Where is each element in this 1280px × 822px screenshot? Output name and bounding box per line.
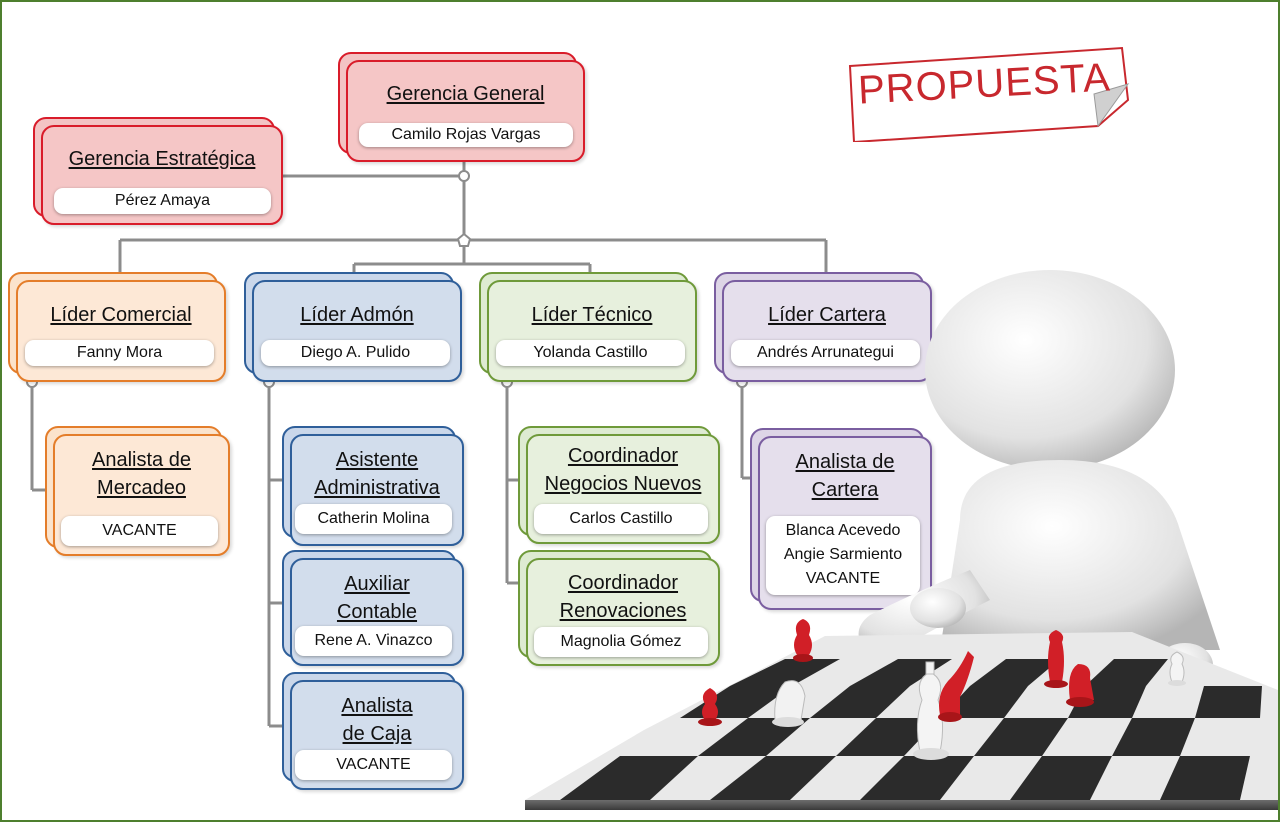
node-person-list: Blanca Acevedo Angie Sarmiento VACANTE <box>766 516 920 595</box>
node-person: VACANTE <box>295 750 452 780</box>
node-person: Catherin Molina <box>295 504 452 534</box>
node-title: Gerencia Estratégica <box>68 148 256 170</box>
person-name: Blanca Acevedo <box>785 522 901 539</box>
node-title-line: Renovaciones <box>559 600 687 622</box>
chess-pieces <box>698 619 1186 760</box>
node-analista-caja: Analista de Caja VACANTE <box>282 672 464 790</box>
node-lider-tecnico: Líder Técnico Yolanda Castillo <box>479 272 697 382</box>
node-auxiliar-contable: Auxiliar Contable Rene A. Vinazco <box>282 550 464 666</box>
node-coordinador-renovaciones: Coordinador Renovaciones Magnolia Gómez <box>518 550 720 666</box>
node-person: VACANTE <box>61 516 218 546</box>
node-title-line: Administrativa <box>314 477 440 499</box>
node-lider-cartera: Líder Cartera Andrés Arrunategui <box>714 272 932 382</box>
propuesta-stamp-shape <box>848 46 1130 142</box>
node-person: Yolanda Castillo <box>496 340 685 366</box>
node-analista-mercadeo: Analista de Mercadeo VACANTE <box>45 426 230 556</box>
person-name: VACANTE <box>805 570 881 587</box>
node-title-line: Analista de <box>795 451 895 473</box>
node-gerencia-general: Gerencia General Camilo Rojas Vargas <box>338 52 585 162</box>
figure-torso <box>940 460 1220 650</box>
node-title-line: Mercadeo <box>97 477 186 499</box>
node-coordinador-negocios-nuevos: Coordinador Negocios Nuevos Carlos Casti… <box>518 426 720 544</box>
node-analista-cartera: Analista de Cartera Blanca Acevedo Angie… <box>750 428 932 610</box>
person-name: Angie Sarmiento <box>783 546 903 563</box>
node-title-line: Asistente <box>335 449 419 471</box>
node-person: Magnolia Gómez <box>534 627 708 657</box>
node-title: Líder Admón <box>300 304 414 326</box>
node-lider-comercial: Líder Comercial Fanny Mora <box>8 272 226 382</box>
node-title-line: Coordinador <box>567 572 679 594</box>
chess-board-squares <box>560 659 1262 800</box>
node-person: Pérez Amaya <box>54 188 271 214</box>
node-title-line: Analista de <box>92 449 191 471</box>
node-title-line: Analista <box>341 695 413 717</box>
node-title: Líder Comercial <box>50 304 192 326</box>
node-title: Líder Técnico <box>531 304 653 326</box>
node-person: Carlos Castillo <box>534 504 708 534</box>
node-title-line: Auxiliar <box>344 573 410 595</box>
figure-head <box>925 270 1175 470</box>
node-person: Rene A. Vinazco <box>295 626 452 656</box>
node-title-line: Cartera <box>811 479 879 501</box>
chess-player-illustration <box>525 270 1278 810</box>
node-lider-admon: Líder Admón Diego A. Pulido <box>244 272 462 382</box>
node-person: Diego A. Pulido <box>261 340 450 366</box>
node-asistente-administrativa: Asistente Administrativa Catherin Molina <box>282 426 464 546</box>
node-title-line: Contable <box>336 601 418 623</box>
node-title: Líder Cartera <box>768 304 886 326</box>
node-title: Gerencia General <box>386 83 545 105</box>
node-title-line: de Caja <box>342 723 412 745</box>
node-person: Fanny Mora <box>25 340 214 366</box>
node-title-line: Negocios Nuevos <box>544 473 702 495</box>
node-gerencia-estrategica: Gerencia Estratégica Pérez Amaya <box>33 117 283 225</box>
node-title-line: Coordinador <box>567 445 679 467</box>
node-person: Camilo Rojas Vargas <box>359 123 573 147</box>
node-person: Andrés Arrunategui <box>731 340 920 366</box>
